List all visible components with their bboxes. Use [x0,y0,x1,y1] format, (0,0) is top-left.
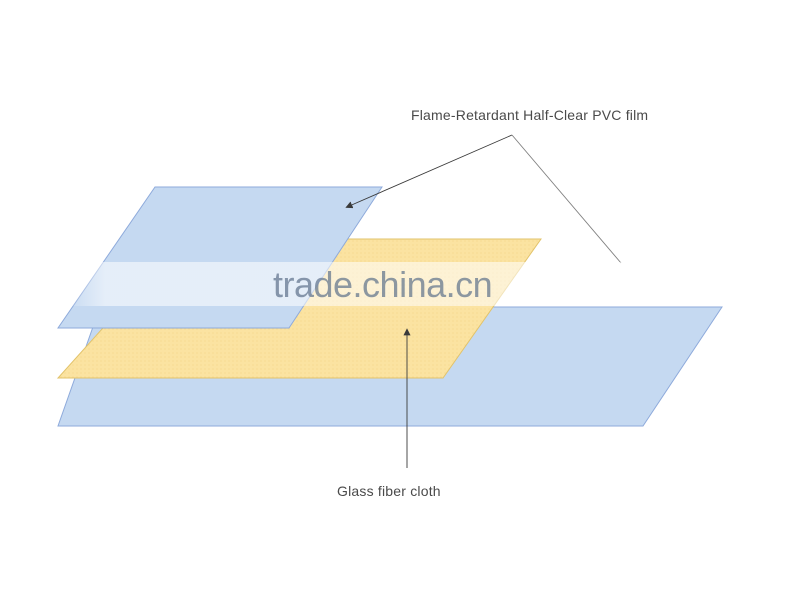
glass-fiber-label: Glass fiber cloth [337,483,441,499]
watermark-text: trade.china.cn [273,264,493,305]
watermark-band [65,262,730,306]
pvc-leader-line-bottom [511,134,622,264]
pvc-film-label: Flame-Retardant Half-Clear PVC film [411,107,649,123]
pvc-leader-line-top [345,134,513,209]
